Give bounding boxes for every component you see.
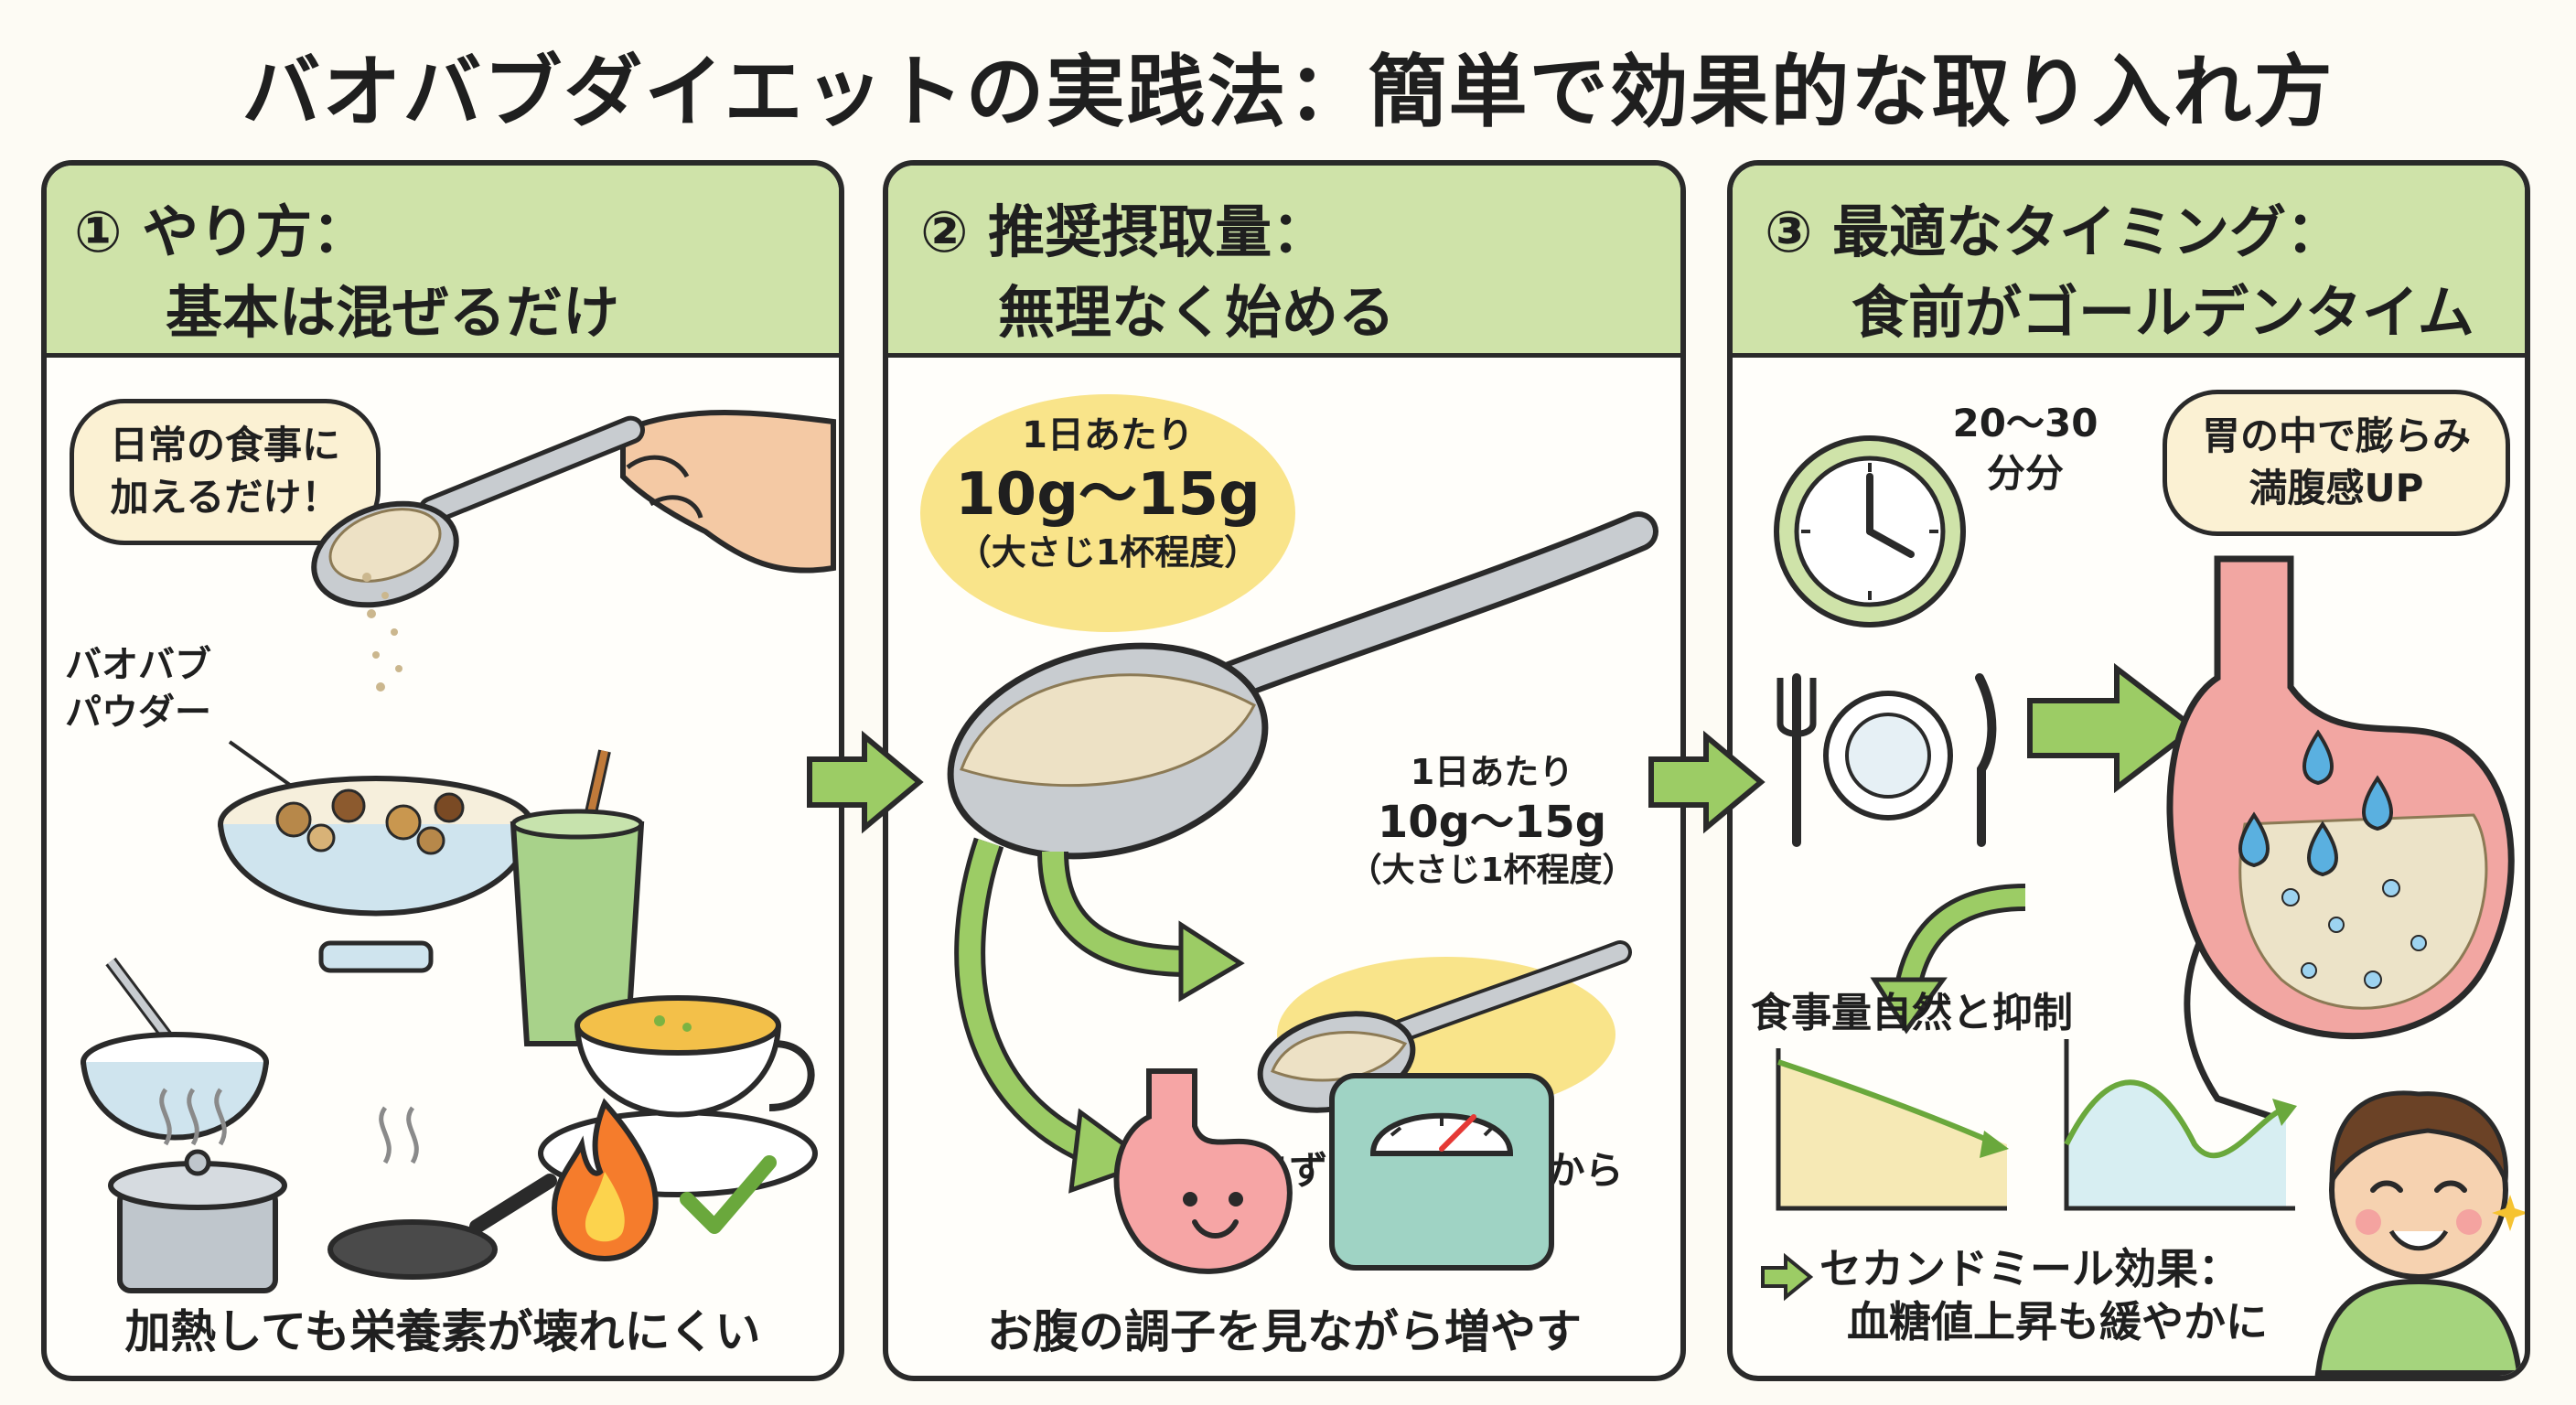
panel-header: ② 推奨摂取量： 無理なく始める bbox=[888, 166, 1680, 358]
daily-amount-small-value: 10g〜15g bbox=[1377, 796, 1607, 848]
meal-plate-icon bbox=[1776, 673, 1997, 847]
timer-label: 20〜30 分分 bbox=[1934, 399, 2117, 499]
smiling-person-icon bbox=[2314, 1090, 2523, 1376]
cereal-bowl-icon bbox=[218, 776, 534, 973]
bubble-line2: 加えるだけ！ bbox=[110, 475, 340, 520]
panel-how-to: ① やり方： 基本は混ぜるだけ 日常の食事に加えるだけ！ バオバブ パウダー bbox=[41, 160, 844, 1381]
daily-amount-big-value: 10g〜15g bbox=[955, 461, 1261, 529]
panel-heading-line2: 基本は混ぜるだけ bbox=[166, 279, 620, 346]
stomach-fullness-icon bbox=[2166, 555, 2515, 1121]
daily-amount-small: 1日あたり 10g〜15g （大さじ1杯程度） bbox=[1318, 751, 1666, 891]
decreasing-chart-icon bbox=[1776, 1048, 2009, 1211]
check-icon bbox=[680, 1155, 777, 1234]
powder-label-line1: バオバブ bbox=[65, 644, 211, 686]
caption-line2: 血糖値上昇も緩やかに bbox=[1847, 1296, 2268, 1346]
timer-range: 20〜30 bbox=[1952, 401, 2098, 445]
panel-heading-line1: ① やり方： bbox=[74, 198, 370, 265]
second-meal-caption: セカンドミール効果： 血糖値上昇も緩やかに bbox=[1819, 1243, 2268, 1348]
long-curved-arrow-icon bbox=[954, 837, 1154, 1194]
appetite-label: 食事量自然と抑制 bbox=[1751, 990, 2073, 1036]
daily-amount-big-line1: 1日あたり bbox=[1022, 414, 1194, 456]
daily-amount-small-note: （大さじ1杯程度） bbox=[1348, 851, 1636, 889]
panel-timing: ③ 最適なタイミング： 食前がゴールデンタイム 20〜30 分分 胃の中で膨らみ… bbox=[1727, 160, 2530, 1381]
curved-arrow-icon bbox=[1037, 851, 1245, 1003]
panel-heading-line1: ② 推奨摂取量： bbox=[920, 198, 1329, 265]
panel-heading-line2: 無理なく始める bbox=[998, 279, 1396, 346]
hand-spoon-icon bbox=[311, 410, 836, 608]
caption-line1: セカンドミール効果： bbox=[1819, 1244, 2240, 1293]
highlight-circle bbox=[920, 394, 1295, 632]
frying-pan-icon bbox=[327, 1106, 557, 1280]
timer-unit: 分分 bbox=[1986, 450, 2064, 496]
panel-heading-line2: 食前がゴールデンタイム bbox=[1852, 279, 2474, 346]
panel-heading-line1: ③ 最適なタイミング： bbox=[1765, 198, 2344, 265]
powder-label: バオバブ パウダー bbox=[65, 641, 211, 736]
soup-cup-icon bbox=[538, 995, 818, 1197]
bubble-line1: 日常の食事に bbox=[109, 423, 340, 468]
speech-bubble: 日常の食事に加えるだけ！ bbox=[70, 399, 381, 545]
right-arrow-icon bbox=[2027, 662, 2199, 794]
fire-icon bbox=[551, 1098, 659, 1262]
daily-amount-big-note: （大さじ1杯程度） bbox=[956, 532, 1260, 573]
steam-pot-icon bbox=[108, 1088, 287, 1293]
panel-caption: お腹の調子を見ながら増やす bbox=[987, 1305, 1582, 1358]
sparkle-icon bbox=[2492, 1195, 2525, 1231]
happy-stomach-icon bbox=[1113, 1068, 1293, 1274]
clock-icon bbox=[1774, 435, 1966, 627]
wave-chart-icon bbox=[2064, 1039, 2297, 1211]
bubble-line1: 胃の中で膨らみ bbox=[2201, 413, 2471, 459]
page-title: バオバブダイエットの実践法：簡単で効果的な取り入れ方 bbox=[242, 47, 2334, 138]
small-arrow-icon bbox=[1761, 1252, 1814, 1302]
smoothie-glass-icon bbox=[510, 749, 645, 1046]
next-step-arrow-icon bbox=[1648, 730, 1766, 834]
daily-amount-big: 1日あたり 10g〜15g （大さじ1杯程度） bbox=[925, 413, 1291, 575]
panel-dosage: ② 推奨摂取量： 無理なく始める 1日あたり 10g〜15g （大さじ1杯程度）… bbox=[883, 160, 1686, 1381]
weight-scale-icon bbox=[1329, 1073, 1554, 1271]
stomach-speech-bubble: 胃の中で膨らみ満腹感UP bbox=[2163, 390, 2510, 536]
next-step-arrow-icon bbox=[807, 730, 924, 834]
powder-label-line2: パウダー bbox=[65, 692, 211, 734]
falling-powder-icon bbox=[362, 573, 402, 692]
pointer-line bbox=[228, 740, 295, 789]
bubble-line2: 満腹感UP bbox=[2249, 466, 2424, 510]
large-spoon-icon bbox=[947, 511, 1658, 860]
daily-amount-small-line1: 1日あたり bbox=[1410, 752, 1574, 792]
panel-caption: 加熱しても栄養素が壊れにくい bbox=[124, 1305, 761, 1358]
panel-header: ① やり方： 基本は混ぜるだけ bbox=[47, 166, 839, 358]
down-curved-arrow-icon bbox=[1870, 884, 2026, 1035]
panel-header: ③ 最適なタイミング： 食前がゴールデンタイム bbox=[1733, 166, 2525, 358]
